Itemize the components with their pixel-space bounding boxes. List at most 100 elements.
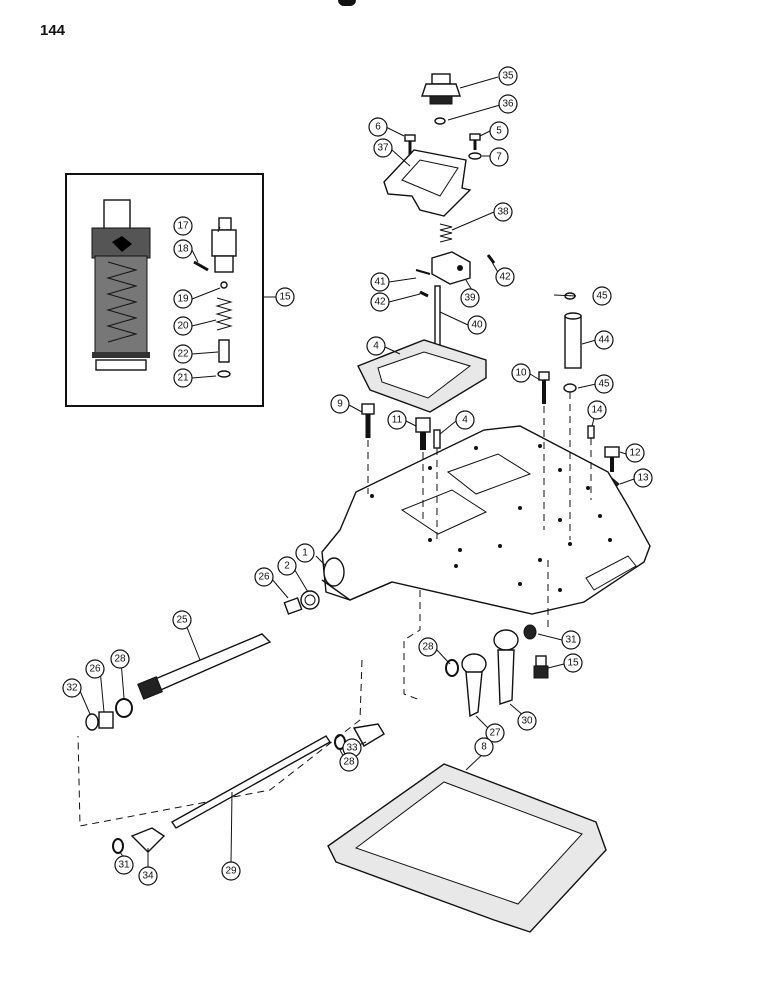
svg-text:12: 12: [629, 448, 641, 459]
callout-35: 35: [498, 66, 518, 86]
svg-text:42: 42: [374, 297, 386, 308]
cover-plate-part-37: [383, 149, 472, 217]
callout-45: 45: [594, 374, 614, 394]
callout-31: 31: [114, 855, 134, 875]
svg-text:45: 45: [598, 379, 610, 390]
svg-text:22: 22: [177, 349, 189, 360]
callout-28: 28: [110, 649, 130, 669]
callout-39: 39: [460, 288, 480, 308]
valve-cutaway-drawing: [91, 199, 151, 371]
svg-text:4: 4: [462, 415, 468, 426]
callout-13: 13: [633, 468, 653, 488]
callout-7: 7: [489, 147, 509, 167]
shaft-part-25: [137, 633, 272, 700]
svg-text:36: 36: [502, 99, 514, 110]
main-valve-plate-part-1: [321, 425, 651, 615]
svg-text:13: 13: [637, 473, 649, 484]
svg-text:9: 9: [337, 399, 343, 410]
lever-part-30: [493, 629, 519, 705]
svg-text:19: 19: [177, 294, 189, 305]
callout-27: 27: [485, 723, 505, 743]
svg-text:8: 8: [481, 742, 487, 753]
callout-26: 26: [254, 567, 274, 587]
svg-text:15: 15: [279, 292, 291, 303]
svg-text:39: 39: [464, 293, 476, 304]
callout-31: 31: [561, 630, 581, 650]
callout-36: 36: [498, 94, 518, 114]
callout-38: 38: [493, 202, 513, 222]
svg-text:20: 20: [177, 321, 189, 332]
svg-text:41: 41: [374, 277, 386, 288]
callout-6: 6: [368, 117, 388, 137]
svg-text:45: 45: [596, 291, 608, 302]
svg-text:44: 44: [598, 335, 610, 346]
callout-40: 40: [467, 315, 487, 335]
svg-text:28: 28: [114, 654, 126, 665]
svg-text:11: 11: [392, 415, 403, 426]
svg-text:31: 31: [565, 635, 577, 646]
callout-37: 37: [373, 138, 393, 158]
callout-28: 28: [339, 752, 359, 772]
gasket-part-4: [357, 339, 487, 413]
gasket-part-8: [327, 763, 607, 933]
svg-text:42: 42: [499, 272, 511, 283]
callout-1: 1: [295, 543, 315, 563]
lever-part-27: [461, 653, 487, 718]
callout-21: 21: [173, 368, 193, 388]
svg-text:38: 38: [497, 207, 509, 218]
svg-text:28: 28: [343, 757, 355, 768]
callout-25: 25: [172, 610, 192, 630]
callout-8: 8: [474, 737, 494, 757]
callout-11: 11: [387, 410, 407, 430]
svg-text:40: 40: [471, 320, 483, 331]
svg-text:27: 27: [489, 728, 501, 739]
svg-text:14: 14: [591, 405, 603, 416]
svg-text:10: 10: [515, 368, 527, 379]
svg-text:35: 35: [502, 71, 514, 82]
callout-22: 22: [173, 344, 193, 364]
svg-text:32: 32: [66, 683, 78, 694]
callout-32: 32: [62, 678, 82, 698]
svg-text:4: 4: [373, 341, 379, 352]
svg-text:26: 26: [89, 664, 101, 675]
callout-29: 29: [221, 861, 241, 881]
leader-lines: [79, 76, 635, 870]
page-number: 144: [40, 22, 66, 39]
callout-44: 44: [594, 330, 614, 350]
callout-26: 26: [85, 659, 105, 679]
callout-12: 12: [625, 443, 645, 463]
callout-14: 14: [587, 400, 607, 420]
svg-text:31: 31: [118, 860, 130, 871]
svg-text:30: 30: [521, 716, 533, 727]
svg-text:37: 37: [377, 143, 389, 154]
block-part-39: [431, 251, 471, 285]
callout-9: 9: [330, 394, 350, 414]
callout-42: 42: [495, 267, 515, 287]
svg-text:6: 6: [375, 122, 381, 133]
callout-10: 10: [511, 363, 531, 383]
callout-2: 2: [277, 556, 297, 576]
svg-text:28: 28: [422, 642, 434, 653]
svg-text:29: 29: [225, 866, 237, 877]
svg-text:25: 25: [176, 615, 188, 626]
callout-18: 18: [173, 239, 193, 259]
svg-text:26: 26: [258, 572, 270, 583]
switch-part-35: [421, 73, 461, 105]
svg-text:5: 5: [496, 126, 502, 137]
fitting-part-17: [211, 217, 237, 273]
callout-30: 30: [517, 711, 537, 731]
header-text-fragment: [338, 0, 356, 6]
svg-text:15: 15: [567, 658, 579, 669]
callout-4: 4: [366, 336, 386, 356]
svg-text:2: 2: [284, 561, 290, 572]
callout-41: 41: [370, 272, 390, 292]
svg-text:34: 34: [142, 871, 154, 882]
callout-34: 34: [138, 866, 158, 886]
callout-20: 20: [173, 316, 193, 336]
svg-text:18: 18: [177, 244, 189, 255]
callout-17: 17: [173, 216, 193, 236]
svg-text:21: 21: [177, 373, 189, 384]
svg-text:17: 17: [177, 221, 189, 232]
callout-4: 4: [455, 410, 475, 430]
